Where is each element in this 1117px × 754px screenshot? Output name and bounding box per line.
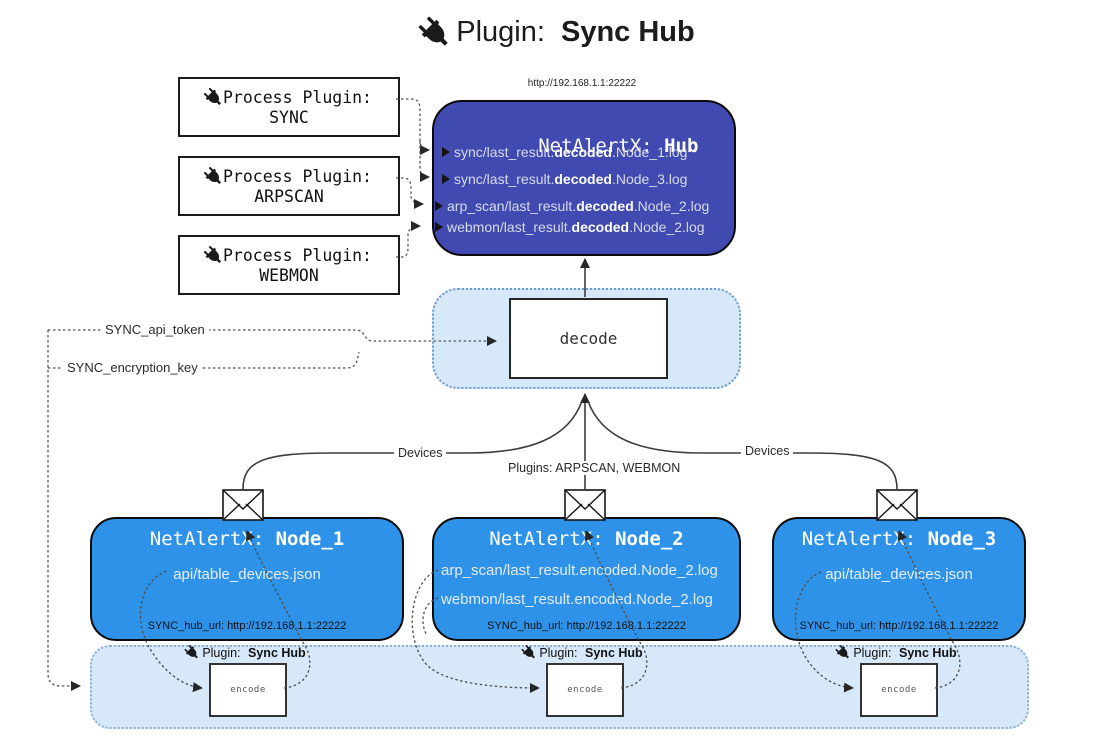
hub-title-prefix: NetAlertX:	[538, 135, 665, 157]
node-3-box: NetAlertX: Node_3 api/table_devices.json…	[772, 517, 1026, 641]
plug-icon	[203, 166, 222, 184]
plug-icon	[203, 245, 222, 263]
node-hub-url: SYNC_hub_url: http://192.168.1.1:22222	[799, 620, 999, 632]
node-file: api/table_devices.json	[173, 566, 321, 583]
process-plugin-label: Process Plugin:	[222, 166, 372, 186]
edge-sync-to-log2	[419, 141, 430, 182]
title-name: Sync Hub	[560, 16, 695, 48]
edge-label-devices-right: Devices	[741, 444, 794, 458]
node-title: NetAlertX: Node_3	[801, 528, 997, 550]
encode-box: encode	[209, 663, 287, 717]
encode-box: encode	[546, 663, 624, 717]
node-title: NetAlertX: Node_2	[489, 528, 684, 550]
process-plugin-arpscan: Process Plugin: ARPSCAN	[178, 156, 400, 216]
plug-icon	[419, 16, 449, 46]
node-1-box: NetAlertX: Node_1 api/table_devices.json…	[90, 517, 404, 641]
node-hub-url: SYNC_hub_url: http://192.168.1.1:22222	[147, 620, 347, 632]
process-plugin-name: SYNC	[269, 107, 309, 127]
hub-title-name: Hub	[664, 135, 699, 157]
hub-log-line: webmon/last_result.decoded.Node_2.log	[435, 219, 705, 235]
envelope-icon	[564, 489, 606, 521]
edge-label-plugins-middle: Plugins: ARPSCAN, WEBMON	[504, 461, 685, 475]
envelope-icon	[222, 489, 264, 521]
node-file: arp_scan/last_result.encoded.Node_2.log	[441, 562, 718, 579]
node-file: api/table_devices.json	[825, 566, 973, 583]
hub-url-label: http://192.168.1.1:22222	[527, 78, 637, 89]
edge-arpscan-to-log3	[396, 177, 424, 209]
log-arrow-icon	[442, 174, 450, 184]
process-plugin-name: ARPSCAN	[254, 186, 324, 206]
node-file: webmon/last_result.encoded.Node_2.log	[441, 591, 713, 608]
plug-icon	[835, 644, 850, 659]
process-plugin-name: WEBMON	[259, 265, 319, 285]
sync-encryption-key-label: SYNC_encryption_key	[63, 360, 202, 375]
edge-node1-devices	[242, 400, 583, 490]
node-2-box: NetAlertX: Node_2 arp_scan/last_result.e…	[432, 517, 741, 641]
process-plugin-sync: Process Plugin: SYNC	[178, 77, 400, 137]
plug-icon	[203, 87, 222, 105]
encoder-label: Plugin: Sync Hub	[136, 644, 356, 660]
process-plugin-webmon: Process Plugin: WEBMON	[178, 235, 400, 295]
plug-icon	[521, 644, 536, 659]
edge-secrets-to-encode-bar	[47, 330, 81, 691]
node-title: NetAlertX: Node_1	[149, 528, 345, 550]
node-hub-url: SYNC_hub_url: http://192.168.1.1:22222	[487, 620, 686, 632]
encode-box: encode	[860, 663, 938, 717]
hub-title: NetAlertX: Hub	[434, 113, 734, 179]
hub-log-line: sync/last_result.decoded.Node_3.log	[442, 171, 687, 187]
decode-box: decode	[509, 298, 668, 379]
sync-api-token-label: SYNC_api_token	[101, 322, 209, 337]
log-arrow-icon	[435, 222, 443, 232]
process-plugin-label: Process Plugin:	[222, 245, 372, 265]
hub-log-line: sync/last_result.decoded.Node_1.log	[442, 144, 687, 160]
process-plugin-label: Process Plugin:	[222, 87, 372, 107]
page-title: Plugin: Sync Hub	[0, 16, 1117, 49]
log-text: sync/last_result.decoded.Node_1.log	[454, 144, 688, 160]
log-text: webmon/last_result.decoded.Node_2.log	[447, 219, 705, 235]
edge-sync-to-log1	[396, 98, 430, 155]
envelope-icon	[876, 489, 918, 521]
title-prefix: Plugin:	[456, 16, 553, 48]
log-arrow-icon	[435, 201, 443, 211]
log-text: arp_scan/last_result.decoded.Node_2.log	[447, 198, 710, 214]
log-arrow-icon	[442, 147, 450, 157]
hub-box: NetAlertX: Hub sync/last_result.decoded.…	[432, 100, 736, 256]
encoder-label: Plugin: Sync Hub	[473, 644, 693, 660]
encoder-label: Plugin: Sync Hub	[787, 644, 1007, 660]
hub-log-line: arp_scan/last_result.decoded.Node_2.log	[435, 198, 709, 214]
log-text: sync/last_result.decoded.Node_3.log	[454, 171, 688, 187]
plug-icon	[184, 644, 199, 659]
edge-label-devices-left: Devices	[394, 446, 447, 460]
